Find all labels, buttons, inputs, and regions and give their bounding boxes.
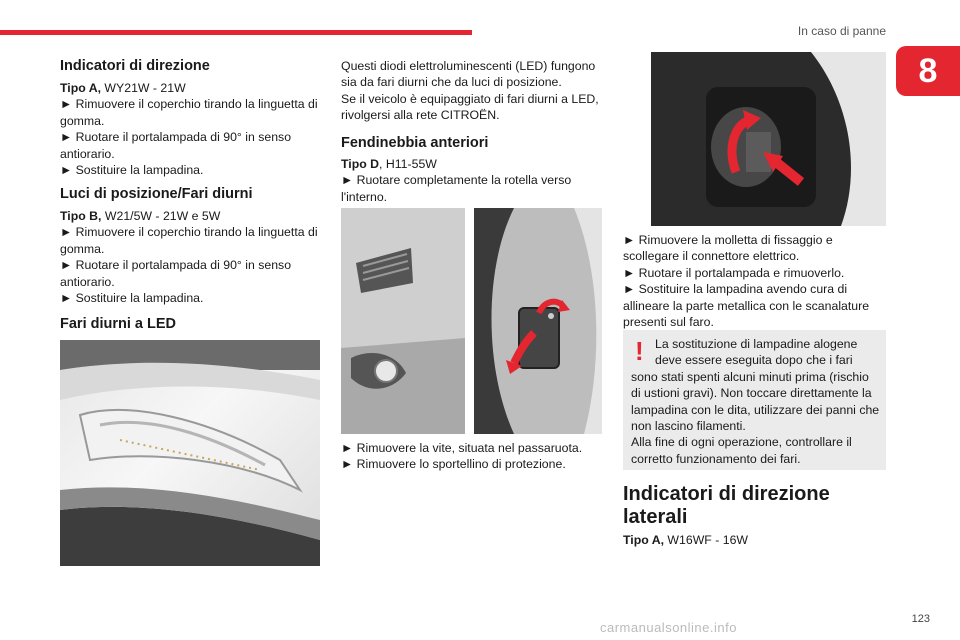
page-number: 123 bbox=[911, 613, 930, 625]
bulb-spec: W21/5W - 21W e 5W bbox=[101, 209, 221, 223]
type-label: Tipo A, bbox=[60, 81, 101, 95]
type-label: Tipo A, bbox=[623, 533, 664, 547]
step: ► Ruotare il portalampada di 90° in sens… bbox=[60, 130, 292, 161]
watermark: carmanualsonline.info bbox=[600, 620, 737, 635]
step: ► Ruotare completamente la rotella verso… bbox=[341, 173, 572, 204]
paragraph: Questi diodi elettroluminescenti (LED) f… bbox=[341, 59, 596, 90]
warning-icon: ! bbox=[635, 336, 644, 366]
section-title: In caso di panne bbox=[797, 24, 886, 38]
bulb-spec: , H11-55W bbox=[379, 157, 437, 171]
step: ► Rimuovere la vite, situata nel passaru… bbox=[341, 441, 583, 455]
paragraph: Se il veicolo è equipaggiato di fari diu… bbox=[341, 91, 599, 123]
section-indicatori: Tipo A, WY21W - 21W ► Rimuovere il coper… bbox=[60, 80, 322, 178]
heading-indicatori: Indicatori di direzione bbox=[60, 58, 210, 74]
type-label: Tipo D bbox=[341, 157, 380, 171]
bulb-spec: WY21W - 21W bbox=[101, 81, 186, 95]
section-fendinebbia: Tipo D, H11-55W ► Ruotare completamente … bbox=[341, 156, 603, 205]
fog-light-image bbox=[341, 208, 465, 434]
heading-fari-led: Fari diurni a LED bbox=[60, 316, 177, 332]
warning-line-first: La sostituzione di lampadine alogene dev… bbox=[655, 337, 858, 368]
step: ► Sostituire la lampadina. bbox=[60, 163, 204, 178]
bulb-spec: W16WF - 16W bbox=[664, 533, 749, 547]
warning-line-rest: sono stati spenti alcuni minuti prima (r… bbox=[631, 369, 880, 434]
wheel-arch-image bbox=[474, 208, 602, 434]
heading-indicatori-laterali: Indicatori di direzione laterali bbox=[623, 483, 830, 528]
section-fendinebbia-bulb: ► Rimuovere la molletta di fissaggio e s… bbox=[623, 232, 885, 330]
step: ► Sostituire la lampadina avendo cura di… bbox=[623, 282, 870, 330]
heading-fendinebbia: Fendinebbia anteriori bbox=[341, 135, 489, 151]
chapter-tab: 8 bbox=[896, 46, 960, 96]
section-indicatori-laterali: Tipo A, W16WF - 16W bbox=[623, 532, 885, 548]
led-intro: Questi diodi elettroluminescenti (LED) f… bbox=[341, 58, 603, 124]
step: ► Rimuovere il coperchio tirando la ling… bbox=[60, 225, 318, 256]
step: ► Rimuovere lo sportellino di protezione… bbox=[341, 457, 566, 472]
warning-box: ! La sostituzione di lampadine alogene d… bbox=[623, 330, 886, 470]
heading-luci-posizione: Luci di posizione/Fari diurni bbox=[60, 186, 253, 202]
step: ► Sostituire la lampadina. bbox=[60, 291, 204, 306]
led-headlight-image bbox=[60, 340, 320, 566]
step: ► Ruotare il portalampada di 90° in sens… bbox=[60, 258, 292, 289]
section-fendinebbia-steps: ► Rimuovere la vite, situata nel passaru… bbox=[341, 440, 603, 473]
type-label: Tipo B, bbox=[60, 209, 102, 223]
section-luci-posizione: Tipo B, W21/5W - 21W e 5W ► Rimuovere il… bbox=[60, 208, 322, 306]
step: ► Ruotare il portalampada e rimuoverlo. bbox=[623, 265, 845, 280]
warning-text: La sostituzione di lampadine alogene dev… bbox=[631, 336, 881, 467]
top-accent-bar bbox=[0, 30, 472, 35]
step: ► Rimuovere il coperchio tirando la ling… bbox=[60, 97, 318, 128]
step: ► Rimuovere la molletta di fissaggio e s… bbox=[623, 233, 833, 264]
warning-line-last: Alla fine di ogni operazione, controllar… bbox=[631, 435, 852, 466]
headlamp-connector-image bbox=[651, 52, 886, 226]
